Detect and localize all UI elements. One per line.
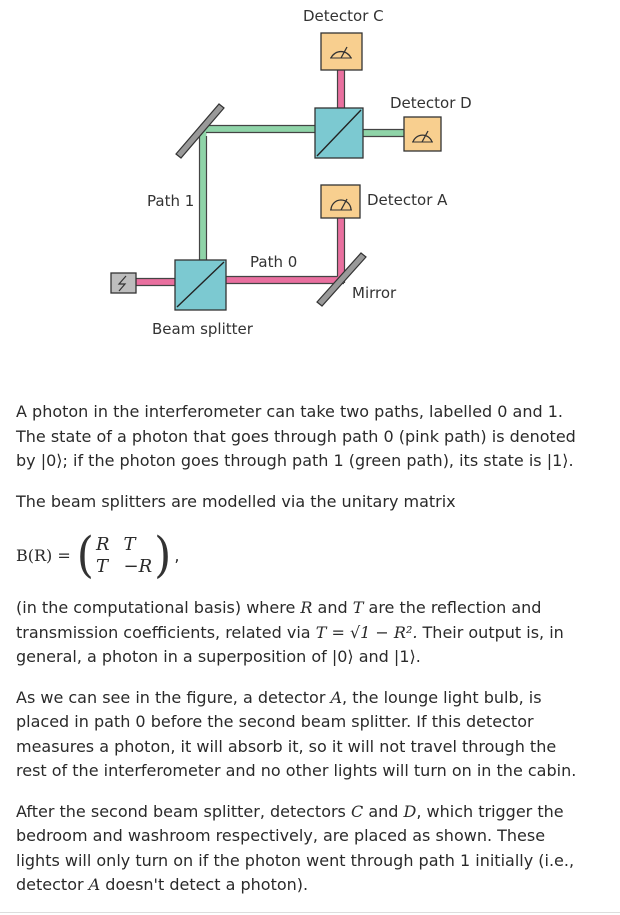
label-beam-splitter: Beam splitter <box>152 320 254 338</box>
light-source-icon <box>110 272 137 294</box>
matrix: ( R T T −R ) <box>76 527 172 584</box>
paragraph-coefficients: (in the computational basis) where R and… <box>16 598 564 666</box>
matrix-cell: T <box>123 534 136 555</box>
label-detector-d: Detector D <box>390 94 472 112</box>
paragraph-detector-a: As we can see in the figure, a detector … <box>16 687 577 781</box>
label-path-1: Path 1 <box>147 192 194 210</box>
label-detector-a: Detector A <box>367 191 448 209</box>
beam-splitter-1 <box>174 259 227 311</box>
green-path <box>199 125 404 260</box>
label-path-0: Path 0 <box>250 253 297 271</box>
matrix-cell: R <box>95 534 110 555</box>
interferometer-diagram: Detector C Detector D Detector A Path 1 … <box>110 7 472 338</box>
matrix-comma: , <box>174 545 180 565</box>
paragraph-paths: A photon in the interferometer can take … <box>16 402 576 470</box>
pink-path <box>136 70 345 286</box>
mirror-bottom-right <box>316 252 367 307</box>
explanation-text: A photon in the interferometer can take … <box>16 400 588 914</box>
detector-c-icon <box>320 32 363 71</box>
matrix-lhs: B(R) = <box>16 545 71 565</box>
detector-a-icon <box>320 184 361 219</box>
beam-splitter-2 <box>314 107 364 159</box>
label-detector-c: Detector C <box>303 7 384 25</box>
label-mirror: Mirror <box>352 284 397 302</box>
matrix-equation: B(R) = ( R T T −R ) , <box>16 530 588 582</box>
divider <box>0 912 620 913</box>
detector-d-icon <box>403 116 442 152</box>
paragraph-detectors-cd: After the second beam splitter, detector… <box>16 801 575 895</box>
matrix-cell: −R <box>123 556 153 577</box>
paragraph-matrix-intro: The beam splitters are modelled via the … <box>16 491 456 511</box>
mirror-top-left <box>175 103 225 159</box>
matrix-cell: T <box>95 556 108 577</box>
